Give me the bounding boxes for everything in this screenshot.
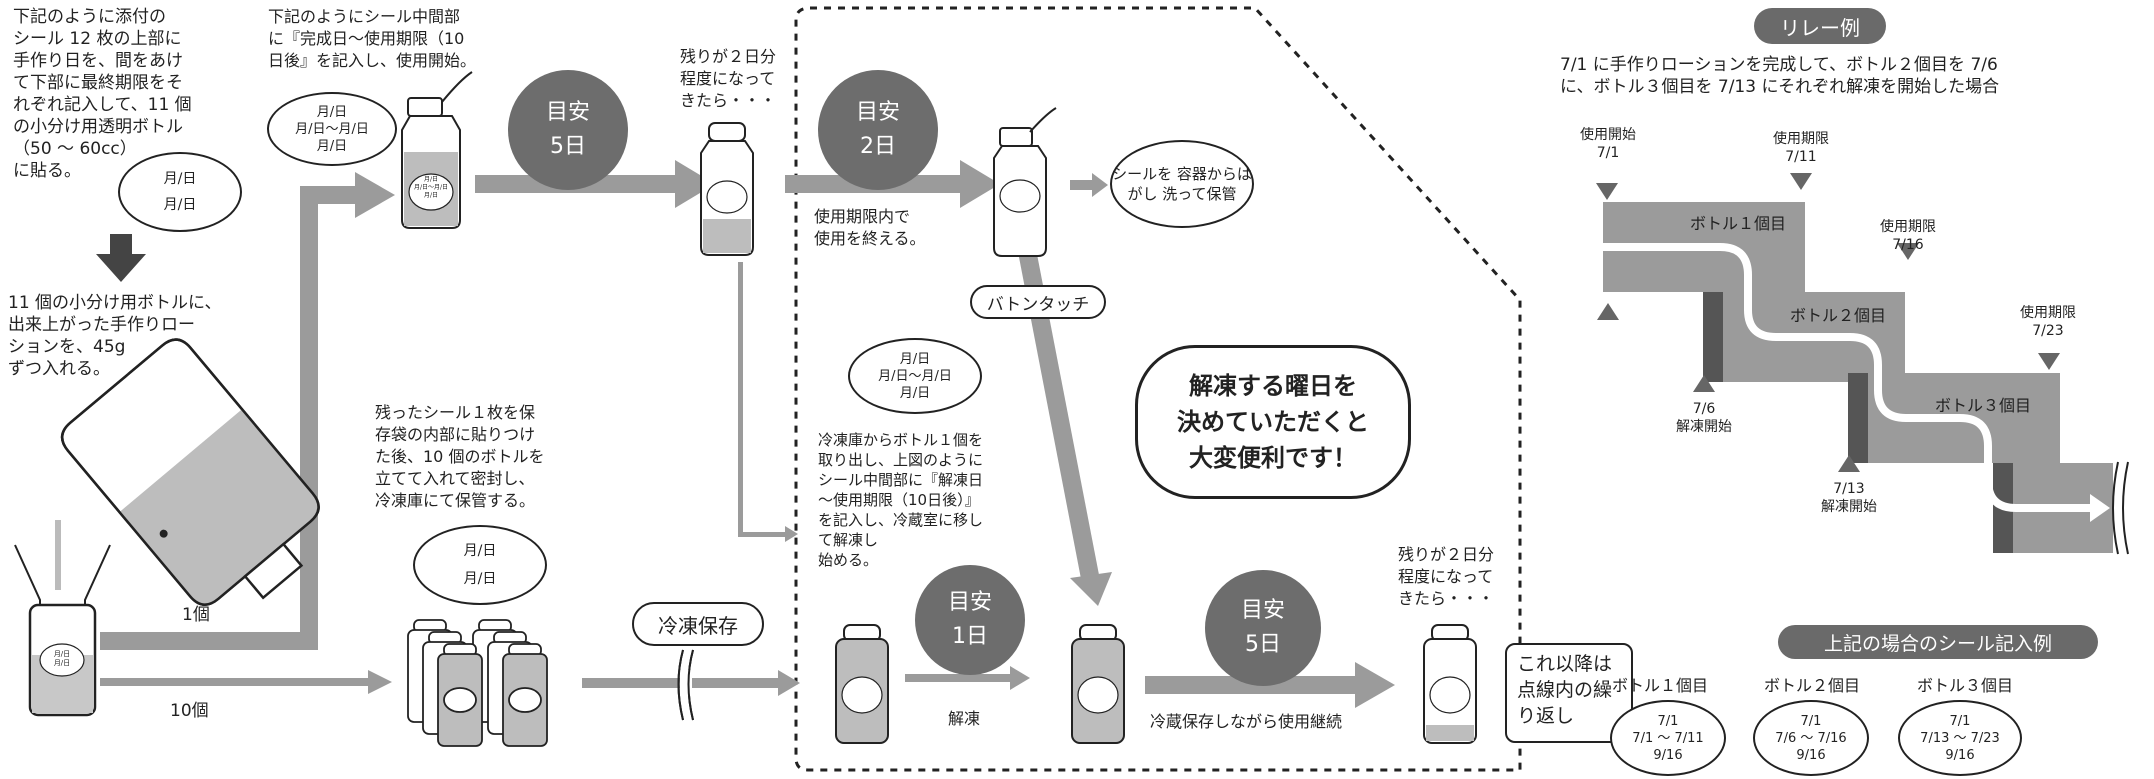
repeat-region-outline	[794, 6, 1522, 772]
relay-bottle-2: ボトル２個目	[1790, 306, 1887, 325]
relay-diagram	[1596, 173, 2129, 555]
seal-line: 月/日	[163, 171, 197, 187]
guide-value: 5日	[550, 134, 586, 159]
seal-line: 月/日	[899, 385, 931, 401]
relay-marker-start: 使用開始 7/1	[1580, 127, 1636, 161]
guide-value: 1日	[952, 624, 988, 649]
thin-line-thaw	[738, 262, 798, 542]
bottle-top-2	[700, 122, 754, 256]
guide-badge-5days-2: 目安 5日	[1205, 570, 1321, 686]
seal-line: 9/16	[1653, 747, 1683, 763]
arrow-top-3	[1070, 173, 1108, 197]
instruction-seal-writing: 下記のように添付の シール 12 枚の上部に 手作り日を、間をあけ て下部に最終…	[13, 7, 192, 181]
thaw-instruction: 冷凍庫からボトル１個を 取り出し、上図のように シール中間部に『解凍日 ～使用期…	[818, 431, 984, 569]
seal-line: 月/日	[316, 104, 348, 120]
relay-bottle-1: ボトル１個目	[1690, 214, 1787, 233]
seal-example-2: 月/日 月/日～月/日 月/日	[267, 92, 397, 166]
seal-line: 月/日	[423, 176, 439, 183]
wash-note: シールを 容器からはがし 洗って保管	[1110, 140, 1254, 228]
bottle-thawed	[1071, 624, 1125, 744]
route-ten-bottles	[100, 670, 392, 694]
label-one-bottle: 1個	[182, 605, 210, 625]
seal-example-name-3: ボトル３個目	[1916, 676, 2013, 695]
relay-bottle-3: ボトル３個目	[1935, 396, 2032, 415]
relay-marker-expiry-2: 使用期限 7/16	[1880, 219, 1936, 253]
seal-line: 7/1	[1657, 713, 1679, 729]
seal-line: 月/日	[316, 138, 348, 154]
seal-example-name-2: ボトル２個目	[1763, 676, 1860, 695]
baton-arrow	[1018, 249, 1112, 606]
frozen-storage-tag: 冷凍保存	[632, 602, 764, 646]
seal-line: 7/1	[1800, 713, 1822, 729]
relay-marker-thaw-1: 7/6 解凍開始	[1676, 401, 1732, 435]
seal-example-bottle-2: 7/1 7/6 ～ 7/16 9/16	[1753, 700, 1869, 776]
guide-label: 目安	[545, 100, 590, 125]
relay-title: リレー例	[1754, 8, 1886, 44]
guide-badge-1day: 目安 1日	[915, 565, 1025, 675]
seal-line: 月/日	[163, 197, 197, 213]
seal-line: 月/日～月/日	[295, 121, 369, 137]
continue-use-label: 冷蔵保存しながら使用継続	[1150, 712, 1343, 731]
guide-value: 2日	[860, 134, 896, 159]
bottle-remaining	[1423, 624, 1477, 744]
seal-line: 7/1	[1949, 713, 1971, 729]
guide-label: 目安	[947, 590, 992, 615]
bottle-top-1	[401, 71, 473, 229]
seal-example-bottle-3: 7/1 7/13 ～ 7/23 9/16	[1898, 700, 2022, 776]
bottle-frozen	[835, 624, 889, 744]
seal-line: 月/日～月/日	[878, 368, 952, 384]
bottle-top-3	[993, 107, 1057, 257]
seal-line: 月/日～月/日	[413, 184, 449, 191]
guide-badge-2days: 目安 2日	[818, 70, 938, 190]
remaining-note-1: 残りが２日分 程度になって きたら・・・	[680, 47, 777, 110]
guide-label: 目安	[855, 100, 900, 125]
seal-line: 月/日	[463, 543, 497, 559]
remaining-note-2: 残りが２日分 程度になって きたら・・・	[1398, 545, 1495, 608]
seal-examples-title: 上記の場合のシール記入例	[1778, 625, 2098, 659]
seal-example-1: 月/日 月/日	[118, 152, 242, 232]
jug-seal-text: 月/日 月/日	[46, 650, 78, 668]
instruction-fill-bottles: 11 個の小分け用ボトルに、 出来上がった手作りロー ションを、45g ずつ入れ…	[8, 293, 222, 379]
relay-marker-expiry-3: 使用期限 7/23	[2020, 305, 2076, 339]
seal-example-bottle-1: 7/1 7/1 ～ 7/11 9/16	[1610, 700, 1726, 776]
filling-bottle	[14, 544, 111, 717]
callout-text: 解凍する曜日を 決めていただくと 大変便利です！	[1177, 372, 1369, 472]
instruction-first-use: 下記のようにシール中間部 に『完成日～使用期限（10 日後』を記入し、使用開始。	[268, 7, 477, 70]
relay-marker-expiry-1: 使用期限 7/11	[1773, 131, 1829, 165]
end-use-note: 使用期限内で 使用を終える。	[814, 207, 926, 248]
seal-line: 7/13 ～ 7/23	[1920, 730, 2000, 746]
relay-marker-thaw-2: 7/13 解凍開始	[1821, 481, 1877, 515]
thaw-label: 解凍	[948, 709, 981, 728]
storage-instruction: 残ったシール１枚を保 存袋の内部に貼りつけ た後、10 個のボトルを 立てて入れ…	[375, 403, 545, 510]
seal-line: 9/16	[1796, 747, 1826, 763]
arrow-thaw	[905, 666, 1030, 690]
seal-line: 月/日	[53, 650, 71, 658]
baton-touch-tag: バトンタッチ	[970, 285, 1106, 319]
seal-line: 7/6 ～ 7/16	[1775, 730, 1847, 746]
seal-line: 9/16	[1945, 747, 1975, 763]
seal-line: 月/日	[463, 571, 497, 587]
seal-line: 月/日	[53, 659, 71, 667]
guide-badge-5days: 目安 5日	[508, 70, 628, 190]
down-arrow	[96, 234, 146, 282]
guide-value: 5日	[1245, 632, 1281, 657]
seal-line: 7/1 ～ 7/11	[1632, 730, 1704, 746]
thaw-seal: 月/日 月/日～月/日 月/日	[848, 338, 982, 414]
route-one-bottle	[100, 172, 395, 650]
guide-label: 目安	[1240, 598, 1285, 623]
bottle-seal-mini: 月/日 月/日～月/日 月/日	[412, 176, 450, 200]
seal-line: 月/日	[899, 351, 931, 367]
bag-seal: 月/日 月/日	[413, 525, 547, 605]
lotion-pour-bottle	[60, 338, 320, 606]
seal-example-name-1: ボトル１個目	[1611, 676, 1708, 695]
label-ten-bottles: 10個	[170, 701, 209, 721]
relay-description: 7/1 に手作りローションを完成して、ボトル２個目を 7/6 に、ボトル３個目を…	[1560, 55, 2000, 97]
callout-weekday-tip: 解凍する曜日を 決めていただくと 大変便利です！	[1135, 345, 1411, 499]
frozen-bottle-cluster	[407, 619, 548, 747]
seal-line: 月/日	[423, 192, 439, 199]
